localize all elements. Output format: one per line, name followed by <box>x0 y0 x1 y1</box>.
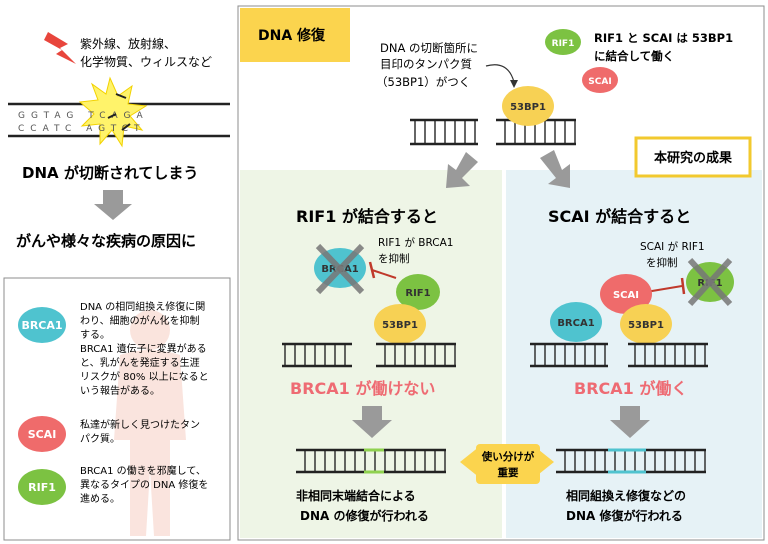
arrow-to-right-icon <box>540 150 570 188</box>
legend-brca1-label: BRCA1 <box>21 319 62 332</box>
binding-line1: RIF1 と SCAI は 53BP1 <box>594 31 733 45</box>
left-rif1-label: RIF1 <box>405 288 430 299</box>
damage-burst-icon <box>78 76 148 148</box>
right-down-arrow-icon <box>610 406 650 438</box>
right-brca1-label: BRCA1 <box>557 318 594 329</box>
center-badge-line2: 重要 <box>498 466 519 479</box>
left-note-line2: を抑制 <box>378 252 410 265</box>
right-brca1: BRCA1 <box>550 302 602 342</box>
scai-top: SCAI <box>582 67 618 93</box>
right-note-line2: を抑制 <box>646 256 678 269</box>
legend-scai-label: SCAI <box>28 428 57 441</box>
legend-item-scai: SCAI 私達が新しく見つけたタン パク質。 <box>18 416 200 452</box>
repair-title-tag: DNA 修復 <box>240 8 350 62</box>
right-repaired-dna <box>556 448 706 474</box>
legend-brca1-text: と、乳がんを発症する生涯 <box>80 356 200 369</box>
left-status: BRCA1 が働けない <box>290 379 435 398</box>
legend-brca1-text: わり、細胞のがん化を抑制 <box>80 314 200 327</box>
lightning-icon <box>44 32 76 64</box>
legend-item-rif1: RIF1 BRCA1 の働きを邪魔して、 異なるタイプの DNA 修復を 進める… <box>18 464 208 505</box>
left-bp1: 53BP1 <box>374 304 426 344</box>
legend-brca1-text: する。 <box>80 329 110 341</box>
left-heading: RIF1 が結合すると <box>296 207 438 226</box>
seq-top: GGTAG TCAGA <box>18 111 149 121</box>
legend-item-brca1: BRCA1 DNA の相同組換え修復に関 わり、細胞のがん化を抑制 する。 BR… <box>18 300 209 397</box>
right-note-line1: SCAI が RIF1 <box>640 240 705 253</box>
left-repaired-dna <box>296 448 446 474</box>
marker-line1: DNA の切断箇所に <box>380 41 478 55</box>
right-scai: SCAI <box>600 274 652 314</box>
bp1-label-top: 53BP1 <box>510 102 546 113</box>
repair-title: DNA 修復 <box>258 27 326 44</box>
right-rif1-blocked: RIF1 <box>686 257 734 307</box>
left-bp1-label: 53BP1 <box>382 320 418 331</box>
marker-line3: （53BP1）がつく <box>376 75 470 89</box>
left-outcome-line2: DNA の修復が行われる <box>300 508 429 523</box>
rif1-top-label: RIF1 <box>552 39 575 49</box>
legend-scai-text: 私達が新しく見つけたタン <box>80 418 200 431</box>
legend-brca1-text: BRCA1 遺伝子に変異がある <box>80 342 207 355</box>
inhibit-line-left <box>368 261 397 279</box>
broken-dna-top: 53BP1 <box>410 86 576 146</box>
scai-top-label: SCAI <box>588 77 611 87</box>
damage-text: DNA が切断されてしまう <box>22 164 198 182</box>
agents-line1: 紫外線、放射線、 <box>80 36 176 51</box>
legend-rif1-label: RIF1 <box>28 481 56 494</box>
curved-arrow-icon <box>485 64 518 88</box>
left-brca1-blocked: BRCA1 <box>314 243 366 295</box>
left-broken-dna <box>282 342 456 368</box>
result-badge: 本研究の成果 <box>634 136 752 178</box>
left-rif1: RIF1 <box>396 274 440 310</box>
result-text: がんや様々な疾病の原因に <box>16 232 196 250</box>
agents-line2: 化学物質、ウィルスなど <box>80 54 212 69</box>
right-bp1: 53BP1 <box>620 304 672 344</box>
right-status: BRCA1 が働く <box>574 379 687 398</box>
right-heading: SCAI が結合すると <box>548 207 691 226</box>
right-bp1-label: 53BP1 <box>628 320 664 331</box>
legend-brca1-text: リスクが 80% 以上になると <box>80 370 209 383</box>
center-badge-line1: 使い分けが <box>481 450 535 463</box>
binding-line2: に結合して働く <box>594 49 674 63</box>
rif1-top: RIF1 <box>545 29 581 55</box>
right-outcome-line2: DNA 修復が行われる <box>566 508 683 523</box>
legend-rif1-text: BRCA1 の働きを邪魔して、 <box>80 464 206 477</box>
center-double-arrow: 使い分けが 重要 <box>460 444 554 484</box>
result-badge-text: 本研究の成果 <box>654 150 732 166</box>
legend-scai-text: パク質。 <box>80 432 120 445</box>
legend-panel: BRCA1 DNA の相同組換え修復に関 わり、細胞のがん化を抑制 する。 BR… <box>3 277 231 541</box>
marker-line2: 目印のタンパク質 <box>380 57 472 71</box>
human-silhouette <box>114 310 186 536</box>
legend-brca1-text: DNA の相同組換え修復に関 <box>80 300 205 313</box>
legend-rif1-text: 進める。 <box>80 493 120 505</box>
left-note-line1: RIF1 が BRCA1 <box>378 236 453 249</box>
legend-brca1-text: いう報告がある。 <box>80 384 160 397</box>
seq-bottom: CCATC AGTCT <box>18 124 146 134</box>
arrow-to-left-icon <box>446 152 478 188</box>
right-scai-label: SCAI <box>613 290 639 301</box>
left-down-arrow-icon <box>352 406 392 438</box>
damaged-dna: GGTAG TCAGA CCATC AGTCT <box>8 76 230 148</box>
left-outcome-line1: 非相同末端結合による <box>296 488 416 503</box>
inhibit-line-right <box>645 277 686 295</box>
down-arrow-icon <box>94 190 132 220</box>
legend-rif1-text: 異なるタイプの DNA 修復を <box>80 478 208 491</box>
right-broken-dna <box>530 342 708 368</box>
right-outcome-line1: 相同組換え修復などの <box>566 488 686 503</box>
